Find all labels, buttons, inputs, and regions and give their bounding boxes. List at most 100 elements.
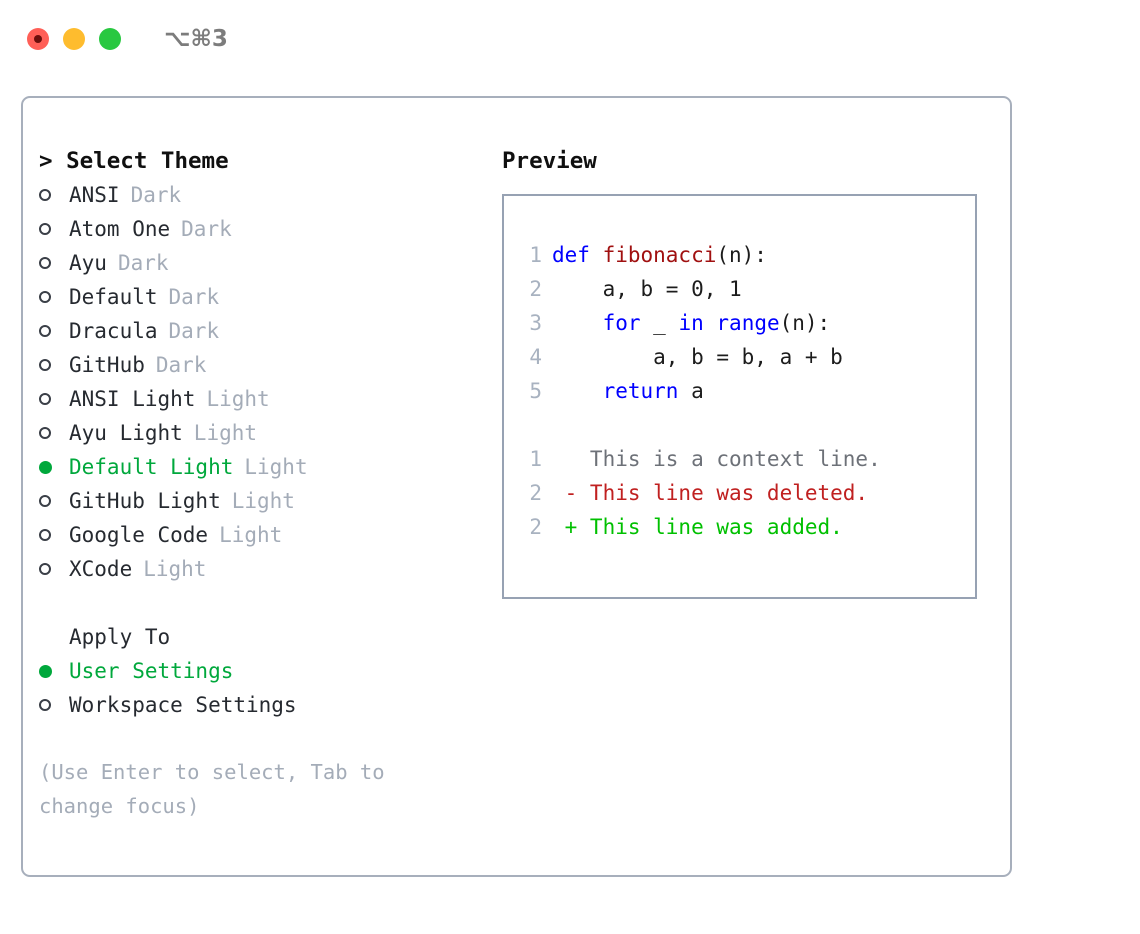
- radio-dot: [39, 291, 51, 303]
- theme-item-tag: Light: [206, 387, 270, 411]
- diff-line-number: 2: [529, 481, 542, 505]
- theme-item-tag: Light: [231, 489, 295, 513]
- close-window-button[interactable]: [27, 28, 49, 50]
- theme-item-11[interactable]: XCode Light: [39, 552, 489, 586]
- diff-line-number: 2: [529, 515, 542, 539]
- theme-item-label: XCode: [69, 557, 133, 581]
- theme-item-label: ANSI Light: [69, 387, 196, 411]
- radio-unselected-icon: [39, 495, 60, 507]
- apply-to-item-label: Workspace Settings: [69, 693, 297, 717]
- diff-line-0: 1 This is a context line.: [516, 442, 880, 476]
- radio-dot: [39, 460, 52, 474]
- radio-dot: [39, 699, 51, 711]
- radio-dot: [39, 664, 52, 678]
- theme-item-5[interactable]: GitHub Dark: [39, 348, 489, 382]
- code-token-fn: fibonacci: [602, 243, 717, 267]
- radio-unselected-icon: [39, 291, 60, 303]
- code-token-plain: a, b = b, a + b: [552, 345, 843, 369]
- radio-unselected-icon: [39, 325, 60, 337]
- theme-item-label: Ayu: [69, 251, 107, 275]
- theme-item-9[interactable]: GitHub Light Light: [39, 484, 489, 518]
- code-token-kw: def: [552, 243, 603, 267]
- select-theme-heading: > Select Theme: [39, 148, 229, 174]
- code-line-number: 2: [529, 277, 542, 301]
- radio-unselected-icon: [39, 359, 60, 371]
- theme-item-label: ANSI: [69, 183, 120, 207]
- diff-line-text-add: + This line was added.: [552, 515, 843, 539]
- apply-to-item-1[interactable]: Workspace Settings: [39, 688, 489, 722]
- theme-item-label: Dracula: [69, 319, 158, 343]
- keyboard-shortcut-label: ⌥⌘3: [164, 25, 228, 52]
- theme-item-tag: Light: [244, 455, 308, 479]
- theme-item-4[interactable]: Dracula Dark: [39, 314, 489, 348]
- theme-item-tag: Light: [219, 523, 283, 547]
- code-line-1: 2 a, b = 0, 1: [516, 272, 843, 306]
- code-token-plain: a, b = 0, 1: [552, 277, 742, 301]
- diff-sample: 1 This is a context line.2 - This line w…: [516, 442, 881, 544]
- code-token-kw: range: [716, 311, 780, 335]
- radio-dot: [39, 189, 51, 201]
- apply-to-heading-label: Apply To: [69, 625, 171, 649]
- radio-dot: [39, 325, 51, 337]
- code-token-plain: [552, 311, 603, 335]
- theme-item-label: Default: [69, 285, 158, 309]
- radio-unselected-icon: [39, 257, 60, 269]
- theme-item-tag: Light: [193, 421, 258, 445]
- theme-item-tag: Light: [143, 557, 207, 581]
- code-line-0: 1 def fibonacci(n):: [516, 238, 843, 272]
- code-line-text: a, b = b, a + b: [552, 340, 843, 374]
- minimize-window-button[interactable]: [63, 28, 85, 50]
- code-line-text: for _ in range(n):: [552, 306, 831, 340]
- code-token-kw: return: [602, 379, 679, 403]
- radio-unselected-icon: [39, 529, 60, 541]
- diff-line-number: 1: [529, 447, 542, 471]
- theme-item-tag: Dark: [168, 319, 220, 343]
- theme-item-tag: Dark: [130, 183, 182, 207]
- radio-selected-icon: [39, 460, 60, 474]
- code-token-plain: a: [678, 379, 704, 403]
- radio-dot: [39, 495, 51, 507]
- code-line-2: 3 for _ in range(n):: [516, 306, 843, 340]
- apply-to-item-0[interactable]: User Settings: [39, 654, 489, 688]
- diff-line-2: 2 + This line was added.: [516, 510, 881, 544]
- radio-dot: [39, 427, 51, 439]
- radio-unselected-icon: [39, 699, 60, 711]
- theme-item-3[interactable]: Default Dark: [39, 280, 489, 314]
- code-line-number: 1: [529, 243, 542, 267]
- apply-to-item-label: User Settings: [69, 659, 234, 683]
- radio-unselected-icon: [39, 393, 60, 405]
- theme-item-7[interactable]: Ayu Light Light: [39, 416, 489, 450]
- maximize-window-button[interactable]: [99, 28, 121, 50]
- code-token-kw: in: [678, 311, 704, 335]
- theme-item-label: GitHub Light: [69, 489, 221, 513]
- theme-item-label: Ayu Light: [69, 421, 183, 445]
- theme-item-tag: Dark: [155, 353, 207, 377]
- theme-item-tag: Dark: [168, 285, 220, 309]
- code-line-number: 4: [529, 345, 542, 369]
- code-line-text: a, b = 0, 1: [552, 272, 742, 306]
- theme-item-6[interactable]: ANSI Light Light: [39, 382, 489, 416]
- radio-dot: [39, 359, 51, 371]
- radio-unselected-icon: [39, 427, 60, 439]
- traffic-light-group: [27, 28, 121, 50]
- preview-heading: Preview: [502, 148, 597, 174]
- theme-item-10[interactable]: Google Code Light: [39, 518, 489, 552]
- code-line-4: 5 return a: [516, 374, 843, 408]
- code-line-text: def fibonacci(n):: [552, 238, 767, 272]
- code-token-kw: for: [602, 311, 641, 335]
- theme-item-label: Google Code: [69, 523, 209, 547]
- theme-item-label: GitHub: [69, 353, 145, 377]
- radio-dot: [39, 393, 51, 405]
- theme-item-0[interactable]: ANSI Dark: [39, 178, 489, 212]
- radio-dot: [39, 257, 51, 269]
